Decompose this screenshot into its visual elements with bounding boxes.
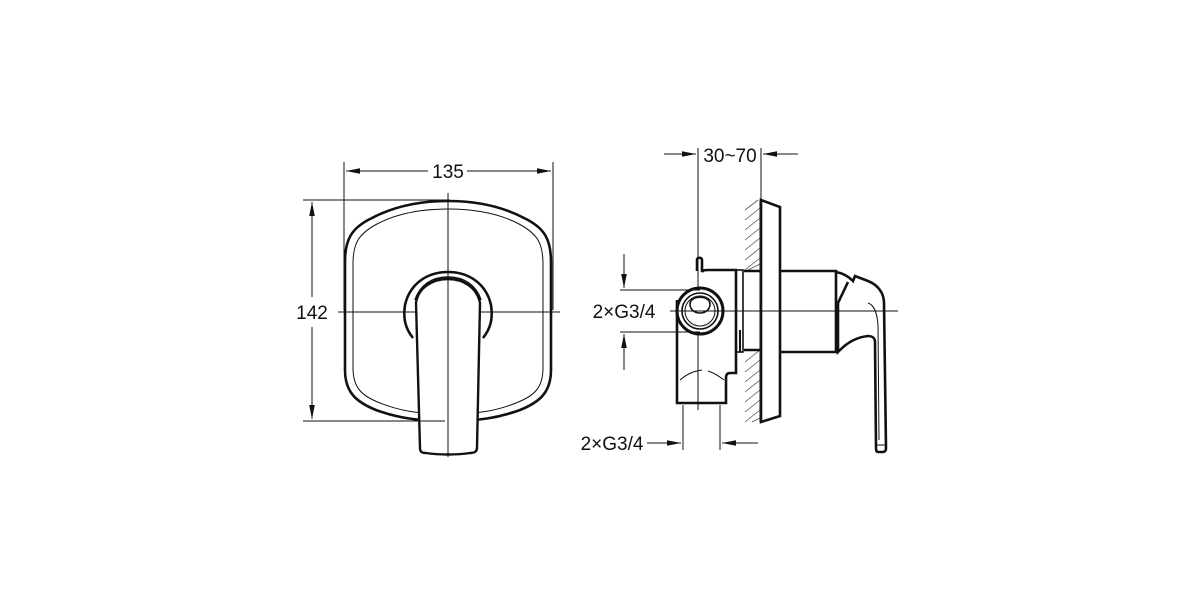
width-label: 135 <box>432 162 464 183</box>
front-view: 135 142 <box>296 162 560 457</box>
inlet-dimension: 2×G3/4 <box>593 254 700 370</box>
height-label: 142 <box>296 303 328 324</box>
depth-range-label: 30~70 <box>703 146 756 167</box>
cover-plate-side <box>759 198 782 424</box>
valve-body <box>675 256 738 405</box>
inlet-label: 2×G3/4 <box>593 302 656 323</box>
outlet-dimension: 2×G3/4 <box>581 405 758 455</box>
side-view: 30~70 <box>581 146 898 455</box>
outlet-label: 2×G3/4 <box>581 434 644 455</box>
lever-side <box>835 270 888 454</box>
height-dimension: 142 <box>296 199 450 422</box>
depth-dimension: 30~70 <box>664 146 798 400</box>
